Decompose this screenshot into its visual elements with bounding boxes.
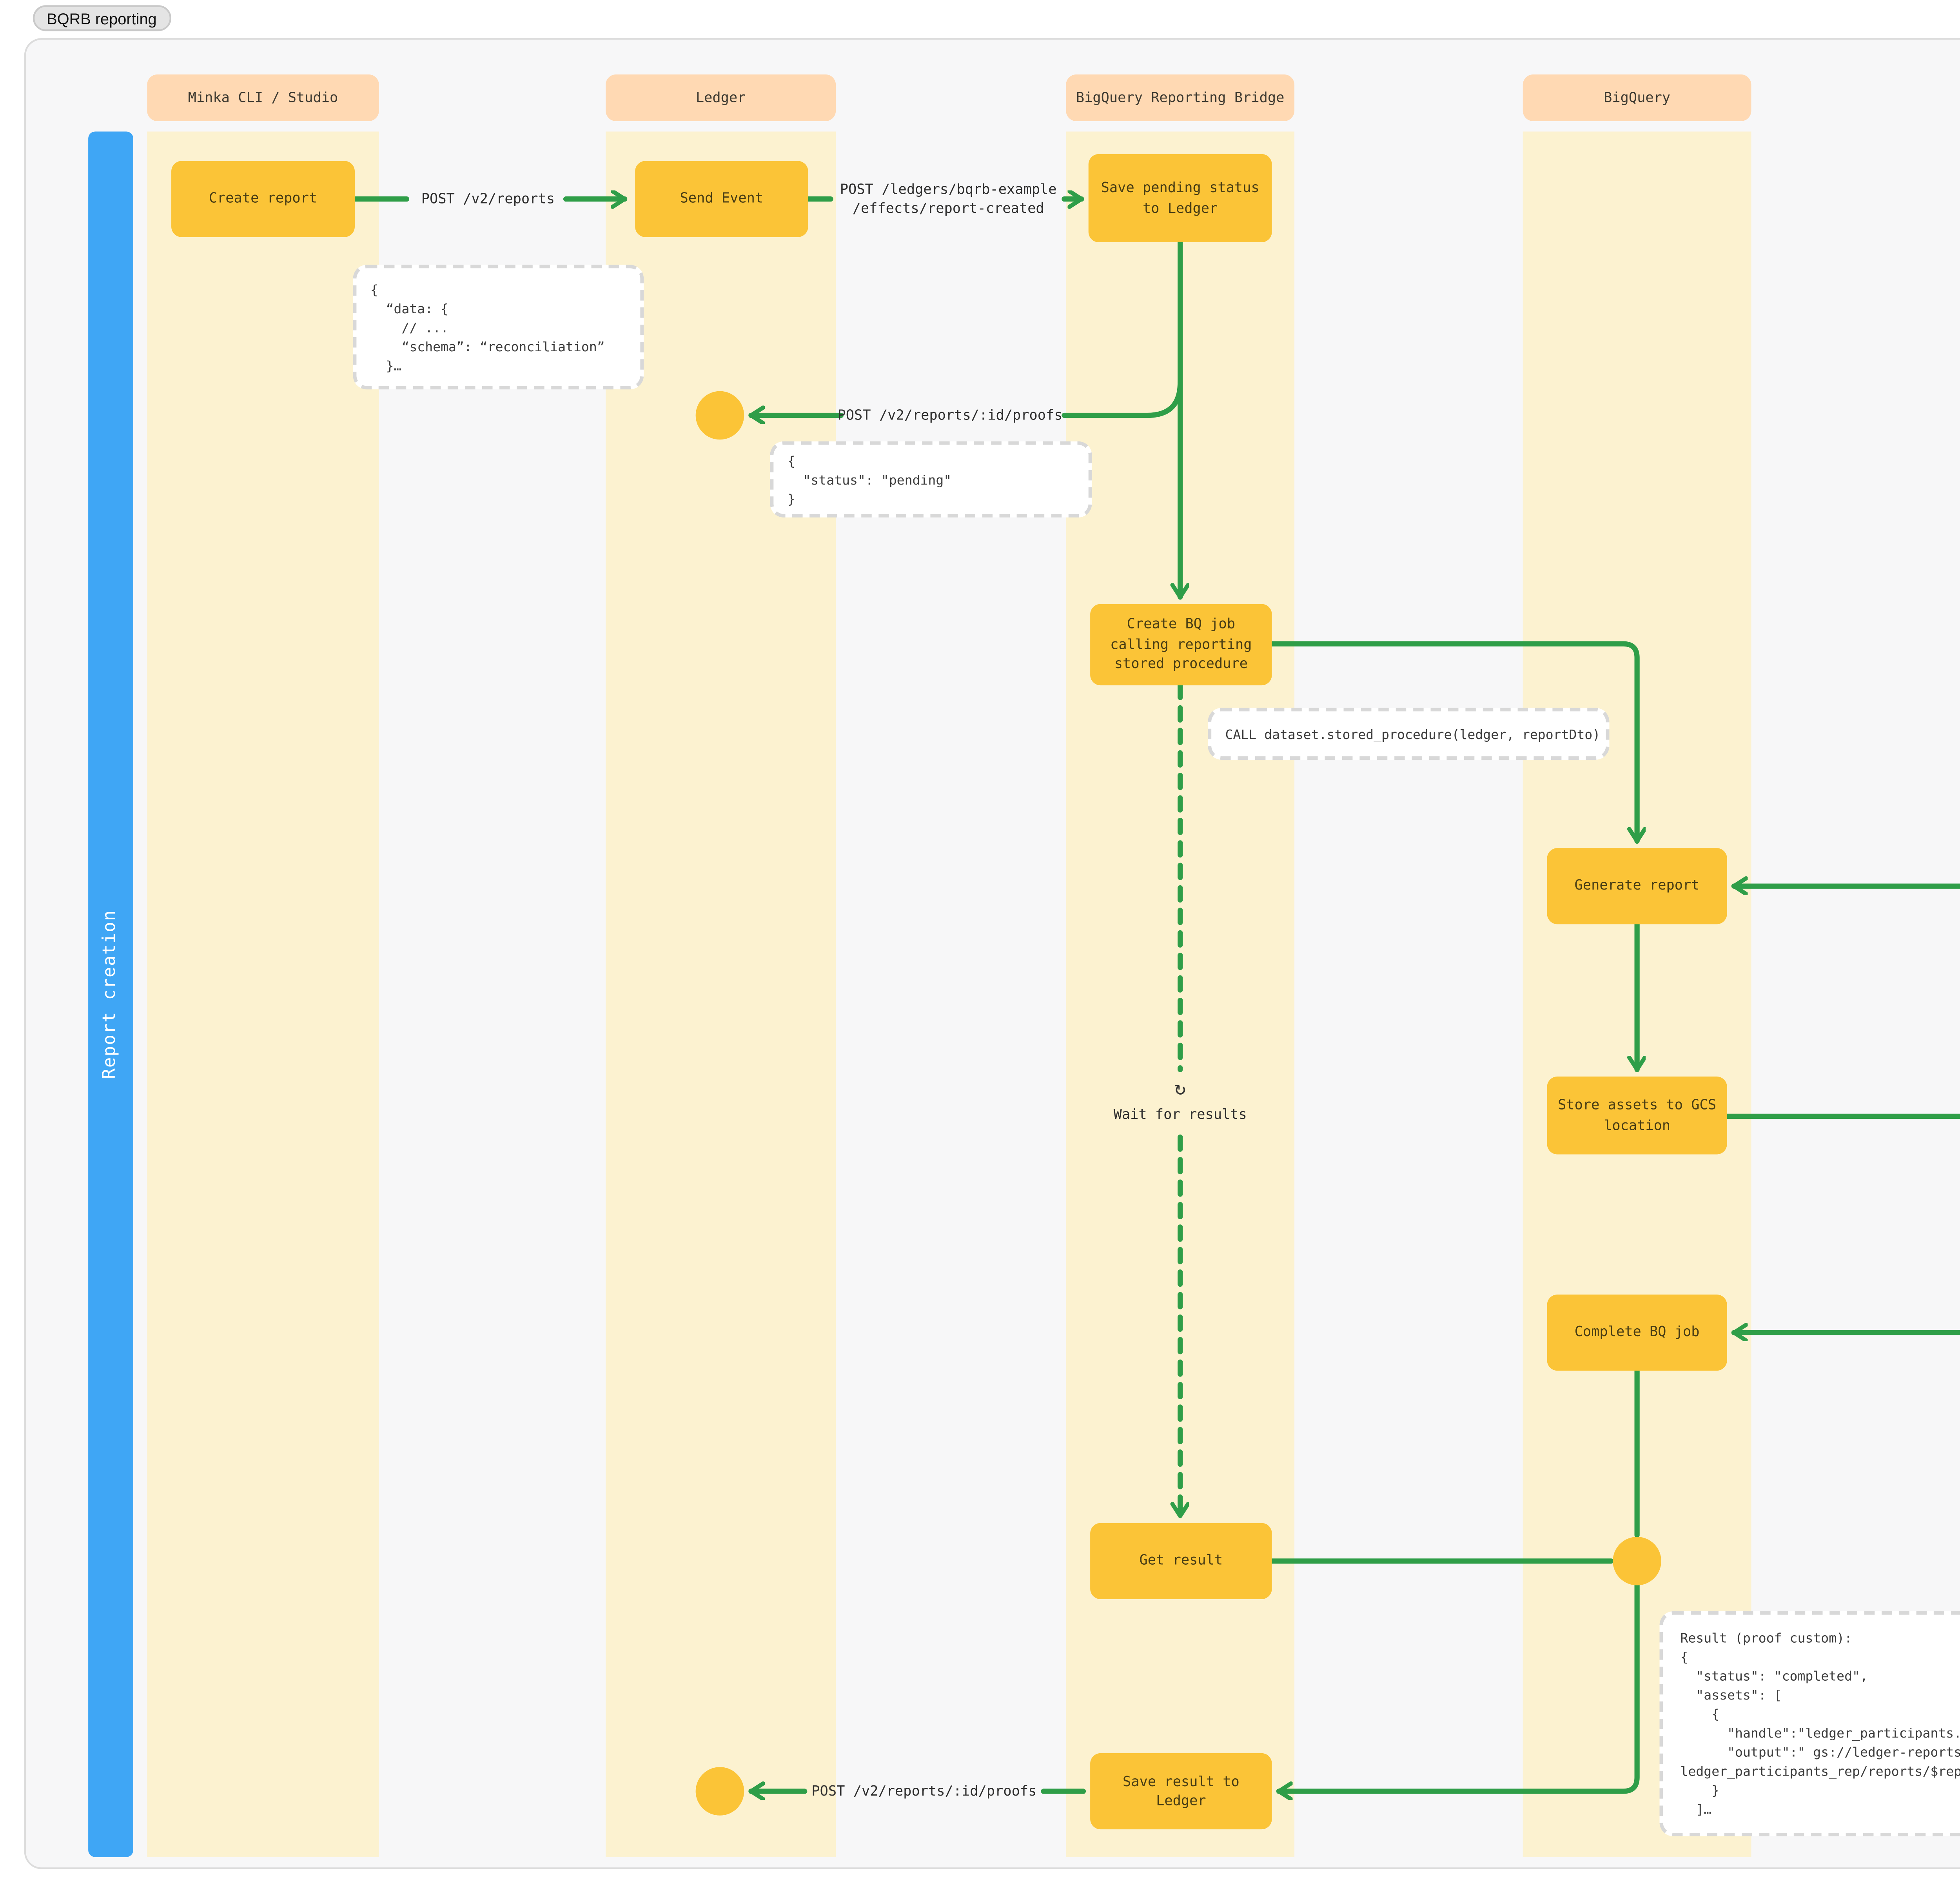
- node-send-event: Send Event: [635, 161, 808, 237]
- node-save-pending-status: Save pending status to Ledger: [1088, 154, 1272, 243]
- note-pending-status: { "status": "pending" }: [770, 441, 1092, 518]
- note-call-procedure-text: CALL dataset.stored_procedure(ledger, re…: [1225, 726, 1601, 742]
- node-save-result: Save result to Ledger: [1090, 1753, 1272, 1830]
- note-report-payload: { “data: { // ... “schema”: “reconciliat…: [353, 265, 644, 390]
- lane-minka: [147, 131, 379, 1857]
- arrow-createbq-to-generate: [1269, 641, 1637, 844]
- message-wait-for-results: Wait for results: [1113, 1107, 1247, 1122]
- node-create-report: Create report: [171, 161, 355, 237]
- node-generate-report: Generate report: [1547, 848, 1727, 924]
- node-complete-bq-job: Complete BQ job: [1547, 1295, 1727, 1371]
- activation-circle-ledger-upper: [695, 391, 744, 440]
- note-result-proof-text: Result (proof custom): { "status": "comp…: [1680, 1630, 1960, 1818]
- arrow-proofs-branch: [1062, 380, 1183, 418]
- sequence-diagram-canvas: Minka CLI / Studio Ledger BigQuery Repor…: [24, 38, 1960, 1869]
- activation-circle-bigquery: [1613, 1537, 1661, 1585]
- section-bar-report-creation: Report creation: [88, 131, 133, 1857]
- note-report-payload-text: { “data: { // ... “schema”: “reconciliat…: [370, 281, 605, 373]
- activation-circle-ledger-lower: [695, 1767, 744, 1816]
- lane-header-bigquery: BigQuery: [1523, 74, 1751, 122]
- arrow-circle-to-saveresult: [1276, 1583, 1640, 1791]
- flow-arrows: [352, 40, 1960, 1816]
- node-get-result: Get result: [1090, 1523, 1272, 1599]
- node-create-bq-job: Create BQ job calling reporting stored p…: [1090, 604, 1272, 686]
- lane-header-minka: Minka CLI / Studio: [147, 74, 379, 122]
- diagram-title-badge: BQRB reporting: [33, 5, 171, 31]
- node-store-assets: Store assets to GCS location: [1547, 1076, 1727, 1155]
- message-post-effects: POST /ledgers/bqrb-example /effects/repo…: [840, 182, 1057, 216]
- loop-icon: ↻: [1174, 1077, 1186, 1100]
- note-result-proof: Result (proof custom): { "status": "comp…: [1659, 1611, 1960, 1836]
- lane-header-ledger: Ledger: [606, 74, 836, 122]
- message-post-reports: POST /v2/reports: [421, 191, 555, 207]
- lane-header-bqrb: BigQuery Reporting Bridge: [1066, 74, 1295, 122]
- arrow-gcs-to-complete: [1731, 1140, 1960, 1333]
- message-post-proofs-lower: POST /v2/reports/:id/proofs: [811, 1783, 1037, 1799]
- message-post-proofs-upper: POST /v2/reports/:id/proofs: [837, 407, 1063, 423]
- note-pending-status-text: { "status": "pending" }: [787, 452, 952, 507]
- note-call-procedure: CALL dataset.stored_procedure(ledger, re…: [1208, 708, 1610, 760]
